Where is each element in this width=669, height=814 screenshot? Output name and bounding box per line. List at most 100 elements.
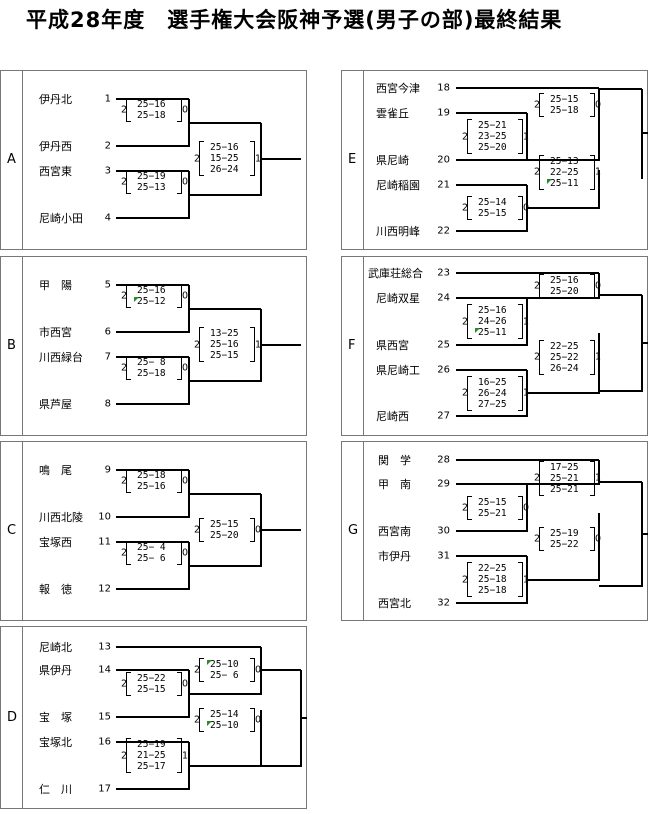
group-letter: F: [348, 338, 356, 353]
set-score: 25−11: [550, 177, 579, 189]
group-letter: D: [7, 709, 18, 725]
bracket-line: [456, 483, 527, 485]
bracket-left: [199, 141, 204, 176]
sets-won-right: 0: [255, 664, 262, 676]
set-score: 25−21: [550, 472, 579, 484]
win-marker-icon: [207, 721, 212, 726]
set-score: 24−26: [478, 316, 507, 327]
set-score: 25−16: [137, 480, 166, 492]
set-score: 25−20: [550, 285, 579, 297]
bracket-left: [126, 468, 131, 493]
sets-won-right: 0: [255, 714, 262, 726]
team-seed: 16: [98, 736, 111, 748]
bracket-right: [177, 671, 182, 696]
set-score: 25− 8: [137, 356, 166, 368]
bracket-right: [250, 658, 255, 683]
sets-won-left: 2: [462, 387, 469, 399]
win-marker-icon: [134, 296, 139, 302]
set-score: 25− 4: [137, 541, 166, 553]
sets-won-left: 2: [194, 714, 201, 726]
team-seed: 17: [98, 783, 111, 795]
team-seed: 20: [437, 154, 450, 166]
divider: [22, 257, 23, 435]
sets-won-right: 1: [523, 316, 530, 327]
bracket-left: [199, 327, 204, 362]
sets-won-right: 1: [255, 339, 262, 350]
bracket-right: [590, 339, 595, 375]
set-score: 26−24: [210, 164, 239, 175]
bracket-line: [189, 492, 261, 495]
bracket-line: [116, 669, 189, 671]
sets-won-left: 2: [462, 316, 469, 327]
team-seed: 14: [98, 664, 111, 676]
bracket-left: [126, 97, 131, 122]
set-score: 25−15: [550, 94, 579, 105]
team-seed: 25: [437, 339, 450, 351]
bracket-line: [116, 646, 261, 648]
bracket-line: [642, 533, 648, 535]
sets-won-left: 2: [462, 574, 469, 585]
bracket-line: [116, 541, 189, 543]
divider: [22, 442, 23, 620]
bracket-line: [116, 716, 189, 718]
bracket-line: [116, 217, 189, 219]
set-score: 27−25: [478, 398, 507, 410]
bracket-right: [518, 375, 523, 411]
set-score: 25−15: [478, 208, 507, 219]
bracket-line: [526, 298, 528, 346]
sets-won-right: 1: [523, 388, 529, 399]
bracket-line: [116, 741, 189, 743]
bracket-right: [250, 517, 255, 542]
sets-won-left: 2: [534, 472, 541, 484]
team-name: 宝塚北: [39, 736, 72, 749]
bracket-left: [467, 119, 472, 154]
bracket-left: [126, 355, 131, 380]
bracket-left: [126, 738, 131, 773]
set-score: 25−18: [137, 469, 166, 481]
team-name: 宝塚西: [39, 536, 72, 549]
set-score: 22−25: [550, 166, 579, 178]
bracket-line: [456, 112, 527, 114]
team-seed: 32: [437, 597, 450, 609]
page-title: 平成28年度 選手権大会阪神予選(男子の部)最終結果: [26, 8, 563, 32]
team-name: 県尼崎: [376, 154, 409, 167]
team-name: 西宮今津: [376, 82, 420, 95]
team-name: 県芦屋: [39, 398, 72, 411]
set-score: 16−25: [478, 376, 507, 388]
team-name: 県西宮: [376, 339, 409, 352]
bracket-line: [260, 710, 262, 767]
group-letter: A: [7, 152, 16, 167]
bracket-left: [126, 283, 131, 308]
team-name: 雲雀丘: [376, 107, 409, 120]
set-score: 25−16: [478, 305, 507, 316]
set-score: 25−19: [137, 739, 166, 750]
bracket-left: [467, 495, 472, 520]
bracket-left: [467, 304, 472, 339]
team-name: 尼崎稲園: [376, 179, 420, 192]
team-seed: 30: [437, 525, 450, 537]
bracket-right: [590, 460, 595, 496]
bracket-line: [456, 159, 527, 161]
set-score: 13−25: [210, 328, 239, 339]
team-name: 尼崎双星: [376, 292, 420, 305]
team-seed: 10: [98, 511, 111, 523]
bracket-right: [518, 562, 523, 597]
set-score: 17−25: [550, 461, 579, 473]
bracket-right: [177, 540, 182, 565]
bracket-line: [599, 390, 642, 392]
team-seed: 29: [437, 478, 450, 490]
team-name: 川西北陵: [39, 511, 83, 524]
bracket-line: [599, 88, 642, 90]
set-score: 25−12: [137, 295, 166, 307]
team-name: 甲 陽: [39, 279, 72, 292]
